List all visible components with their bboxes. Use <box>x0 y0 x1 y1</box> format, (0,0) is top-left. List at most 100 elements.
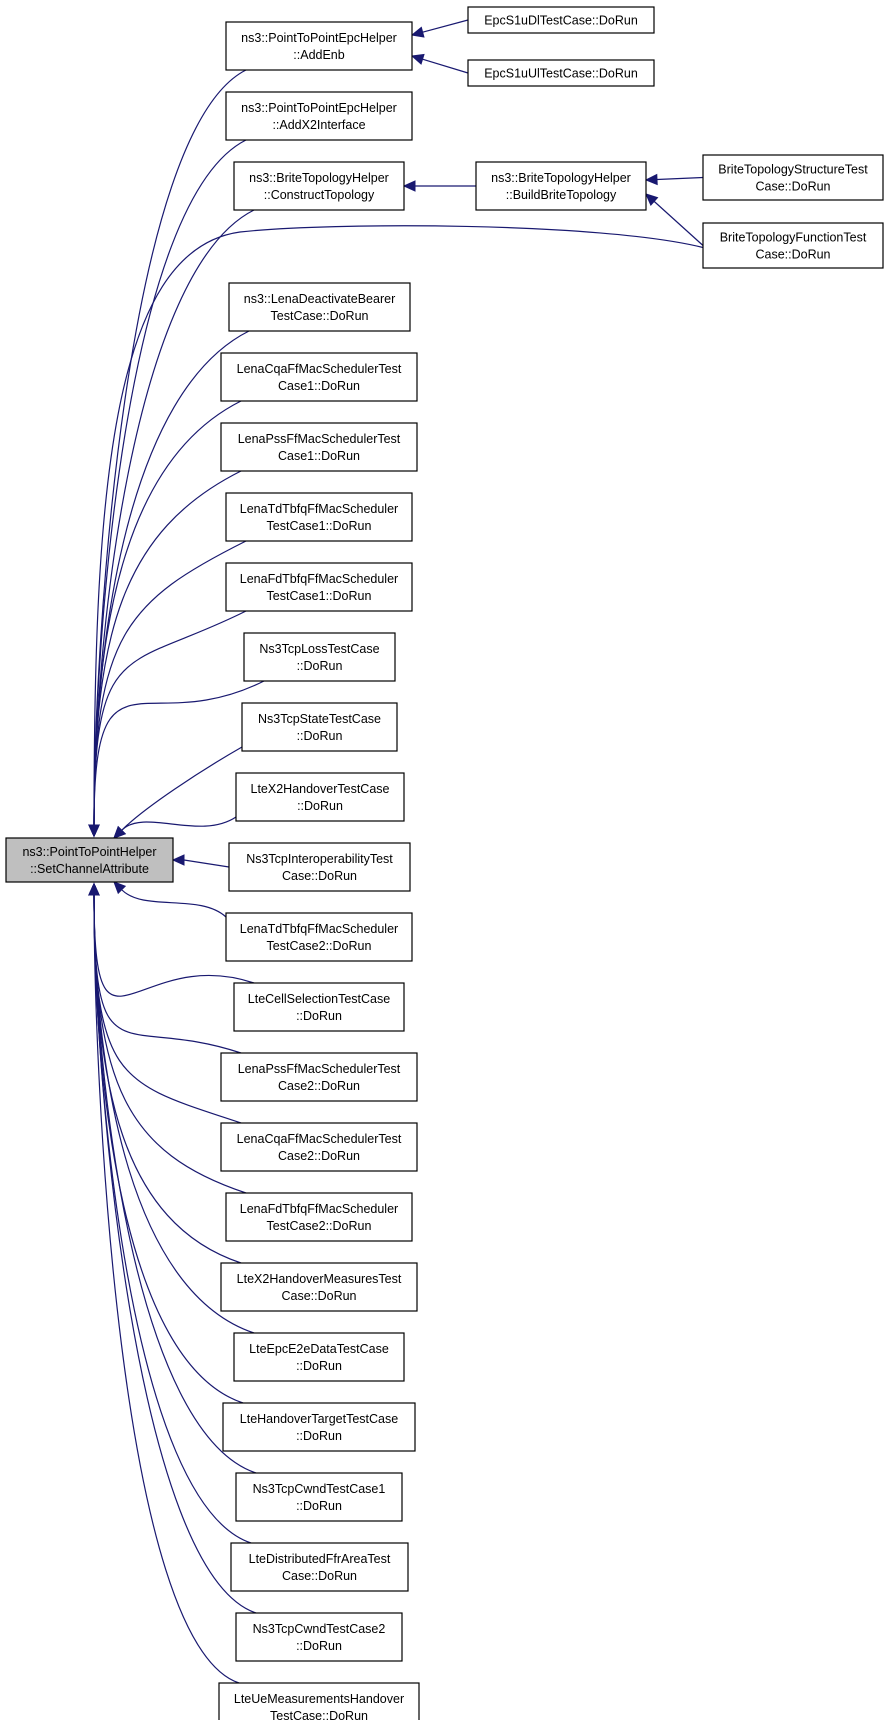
node-label-line: Ns3TcpInteroperabilityTest <box>246 852 393 866</box>
node-label-line: ::SetChannelAttribute <box>30 862 149 876</box>
edge-n18-to-focus <box>88 882 242 1264</box>
edge-n12-to-focus <box>171 854 230 868</box>
caller-node[interactable]: ns3::PointToPointEpcHelper::AddEnb <box>225 21 413 71</box>
node-label-line: Case2::DoRun <box>278 1149 360 1163</box>
node-label-line: EpcS1uDlTestCase::DoRun <box>484 14 638 28</box>
edge-arrowhead <box>410 53 425 65</box>
node-box <box>220 1262 418 1312</box>
edge-line <box>93 610 247 827</box>
node-box <box>233 982 405 1032</box>
edge-line <box>93 680 265 827</box>
node-label-line: ::DoRun <box>296 1359 342 1373</box>
node-box <box>222 1402 416 1452</box>
node-label-line: TestCase1::DoRun <box>267 589 372 603</box>
edge-r1-to-n1 <box>410 19 469 38</box>
node-label-line: Case::DoRun <box>282 1569 357 1583</box>
node-label-line: ::DoRun <box>296 1639 342 1653</box>
node-label-line: ns3::BriteTopologyHelper <box>249 171 389 185</box>
caller-node[interactable]: ns3::BriteTopologyHelper::BuildBriteTopo… <box>475 161 647 211</box>
node-label-line: LenaFdTbfqFfMacScheduler <box>240 1202 398 1216</box>
node-label-line: Case1::DoRun <box>278 379 360 393</box>
node-label-line: LteEpcE2eDataTestCase <box>249 1342 389 1356</box>
node-label-line: ::DoRun <box>296 1009 342 1023</box>
node-label-line: Case1::DoRun <box>278 449 360 463</box>
caller-node[interactable]: EpcS1uDlTestCase::DoRun <box>467 6 655 34</box>
caller-node[interactable]: LteHandoverTargetTestCase::DoRun <box>222 1402 416 1452</box>
edge-line <box>93 893 242 1124</box>
node-label-line: LenaTdTbfqFfMacScheduler <box>240 922 398 936</box>
node-box <box>235 772 405 822</box>
node-label-line: Case::DoRun <box>282 869 357 883</box>
edge-arrowhead <box>113 881 127 895</box>
node-label-line: LteDistributedFfrAreaTest <box>249 1552 391 1566</box>
edge-arrowhead <box>171 854 185 866</box>
node-box <box>225 912 413 962</box>
node-label-line: Ns3TcpLossTestCase <box>259 642 379 656</box>
edge-n15-to-focus <box>88 882 242 1054</box>
node-box <box>228 282 411 332</box>
caller-node[interactable]: ns3::PointToPointEpcHelper::AddX2Interfa… <box>225 91 413 141</box>
focus-node[interactable]: ns3::PointToPointHelper::SetChannelAttri… <box>5 837 174 883</box>
node-box <box>235 1472 403 1522</box>
node-label-line: LenaPssFfMacSchedulerTest <box>238 432 401 446</box>
edge-line <box>656 176 704 181</box>
caller-node[interactable]: Ns3TcpLossTestCase::DoRun <box>243 632 396 682</box>
edge-b1-to-n3 <box>402 180 476 192</box>
edge-line <box>93 893 240 1684</box>
caller-node[interactable]: ns3::BriteTopologyHelper::ConstructTopol… <box>233 161 405 211</box>
node-box <box>225 91 413 141</box>
edge-n7-to-focus <box>88 540 247 838</box>
node-box <box>233 1332 405 1382</box>
edge-n11-to-focus <box>113 816 237 839</box>
edge-n5-to-focus <box>88 400 242 838</box>
edge-line <box>422 58 469 74</box>
node-label-line: EpcS1uUlTestCase::DoRun <box>484 67 638 81</box>
node-box <box>233 161 405 211</box>
node-label-line: LenaCqaFfMacSchedulerTest <box>237 1132 402 1146</box>
node-box <box>467 6 655 34</box>
edge-n23-to-focus <box>88 882 257 1614</box>
caller-node[interactable]: EpcS1uUlTestCase::DoRun <box>467 59 655 87</box>
node-box <box>241 702 398 752</box>
edge-arrowhead <box>644 173 658 186</box>
node-label-line: ns3::PointToPointEpcHelper <box>241 31 397 45</box>
caller-node[interactable]: Ns3TcpStateTestCase::DoRun <box>241 702 398 752</box>
caller-node[interactable]: Ns3TcpCwndTestCase2::DoRun <box>235 1612 403 1662</box>
node-label-line: ::DoRun <box>297 659 343 673</box>
node-box <box>230 1542 409 1592</box>
caller-node[interactable]: LteEpcE2eDataTestCase::DoRun <box>233 1332 405 1382</box>
node-box <box>225 21 413 71</box>
caller-node[interactable]: LteX2HandoverTestCase::DoRun <box>235 772 405 822</box>
caller-node[interactable]: Ns3TcpCwndTestCase1::DoRun <box>235 1472 403 1522</box>
edge-b3-to-b1 <box>645 193 704 246</box>
node-label-line: ::AddEnb <box>293 48 344 62</box>
edge-arrowhead <box>88 824 100 838</box>
edge-line <box>93 470 242 827</box>
node-box <box>225 1192 413 1242</box>
node-box <box>467 59 655 87</box>
node-label-line: LenaTdTbfqFfMacScheduler <box>240 502 398 516</box>
caller-node[interactable]: LteCellSelectionTestCase::DoRun <box>233 982 405 1032</box>
node-label-line: ns3::PointToPointEpcHelper <box>241 101 397 115</box>
node-box <box>225 492 413 542</box>
edge-n13-to-focus <box>113 881 227 918</box>
node-label-line: ::DoRun <box>296 1429 342 1443</box>
edge-b2-to-b1 <box>644 173 704 186</box>
node-box <box>243 632 396 682</box>
node-box <box>220 422 418 472</box>
